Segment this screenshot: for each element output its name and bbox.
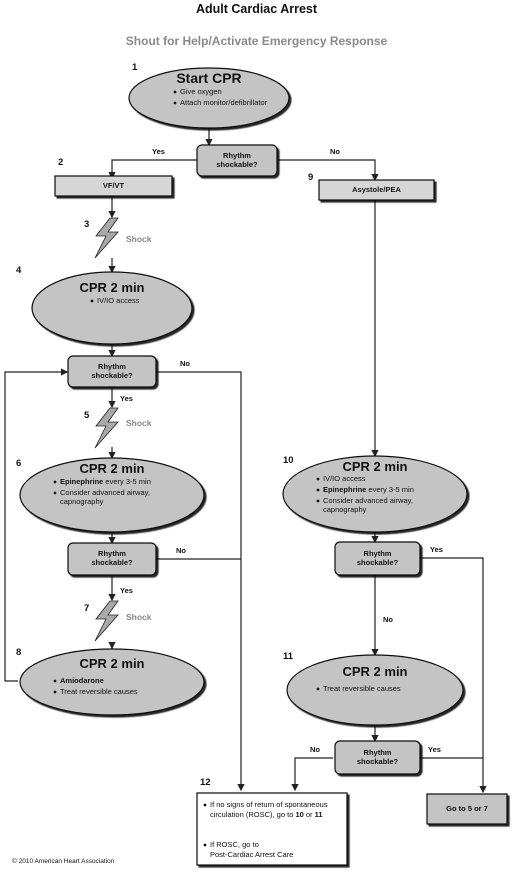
step-number-10: 10: [283, 455, 294, 466]
step-number-2: 2: [58, 157, 64, 168]
cpr-8-bullet: Amiodarone: [60, 676, 104, 685]
goto-label: Go to 5 or 7: [446, 804, 488, 813]
shock-label: Shock: [126, 612, 152, 622]
no-label: No: [180, 359, 190, 368]
bullet-dot: [53, 679, 57, 683]
connector: [108, 159, 197, 180]
decision-box-b: [67, 542, 157, 576]
yes-label: Yes: [428, 745, 441, 754]
start-cpr-title: Start CPR: [176, 70, 242, 86]
final-box: [196, 792, 348, 866]
final-bullet-1: If no signs of return of spontaneous cir…: [210, 800, 328, 819]
step-number-6: 6: [16, 458, 22, 469]
cpr-11-title: CPR 2 min: [342, 664, 408, 679]
connector: [291, 757, 333, 792]
cpr-6-bullet: Consider advanced airway,: [60, 488, 150, 497]
cpr-oval-11: [286, 654, 464, 726]
bullet-dot: [53, 491, 57, 495]
decision-box-d: [334, 740, 421, 775]
page-title: Adult Cardiac Arrest: [195, 2, 318, 16]
start-cpr-bullet: Give oxygen: [180, 87, 222, 96]
shock-label: Shock: [126, 418, 152, 428]
lightning-icon: [94, 217, 119, 259]
goto-box: [426, 793, 508, 825]
step-number-7: 7: [84, 603, 90, 614]
connector: [4, 368, 69, 682]
bullet-dot: [203, 843, 207, 847]
cpr-8-bullet: Treat reversible causes: [60, 687, 138, 696]
step-number-4: 4: [16, 265, 22, 276]
bullet-dot: [173, 101, 177, 105]
connector: [277, 159, 379, 182]
bullet-dot: [316, 499, 320, 503]
bullet-dot: [203, 803, 207, 807]
bullet-dot: [53, 480, 57, 484]
connector: [420, 557, 487, 794]
no-label: No: [383, 615, 393, 624]
cpr-oval-6: [19, 457, 205, 533]
no-label: No: [330, 147, 340, 156]
cpr-oval-4: [31, 271, 193, 345]
decision-box-1: [196, 144, 278, 177]
cpr-8-title: CPR 2 min: [79, 656, 145, 671]
lightning-icon: [94, 600, 119, 642]
step-number-12: 12: [200, 777, 211, 788]
bullet-dot: [173, 90, 177, 94]
cpr-11-bullet: Treat reversible causes: [323, 684, 401, 693]
asystole-pea-box: [318, 179, 435, 201]
cpr-6-bullet: Epinephrine every 3-5 min: [60, 477, 151, 486]
step-number-3: 3: [84, 219, 90, 230]
asystole-pea-label: Asystole/PEA: [352, 185, 401, 194]
cpr-6-title: CPR 2 min: [79, 461, 145, 476]
copyright: © 2010 American Heart Association: [12, 858, 115, 865]
cpr-10-title: CPR 2 min: [342, 459, 408, 474]
cpr-4-title: CPR 2 min: [79, 280, 145, 295]
cpr-10-bullet: Consider advanced airway,: [323, 496, 413, 505]
start-cpr-bullet: Attach monitor/defibrillator: [180, 98, 268, 107]
page-subtitle: Shout for Help/Activate Emergency Respon…: [125, 34, 388, 48]
no-label: No: [310, 745, 320, 754]
bullet-dot: [316, 477, 320, 481]
bullet-dot: [53, 690, 57, 694]
lightning-icon: [94, 407, 119, 449]
yes-label: Yes: [152, 147, 165, 156]
decision-box-a: [67, 355, 157, 388]
step-number-9: 9: [308, 172, 314, 183]
step-number-8: 8: [16, 647, 22, 658]
cpr-oval-8: [19, 648, 205, 716]
cpr-6-bullet-cont: capnography: [60, 497, 104, 506]
yes-label: Yes: [120, 586, 133, 595]
cpr-oval-10: [282, 455, 468, 533]
step-number-11: 11: [283, 651, 294, 662]
yes-label: Yes: [120, 394, 133, 403]
cpr-10-bullet: Epinephrine every 3-5 min: [323, 485, 414, 494]
connector: [156, 371, 245, 792]
bullet-dot: [90, 299, 94, 303]
step-number-5: 5: [84, 410, 90, 421]
no-label: No: [176, 546, 186, 555]
cpr-4-bullet: IV/IO access: [97, 296, 140, 305]
vf-vt-box: [54, 175, 173, 197]
start-cpr-oval: [128, 67, 290, 129]
bullet-dot: [316, 687, 320, 691]
shock-label: Shock: [126, 234, 152, 244]
vf-vt-label: VF/VT: [102, 181, 125, 190]
bullet-dot: [316, 488, 320, 492]
cpr-10-bullet: IV/IO access: [323, 474, 366, 483]
cpr-10-bullet-cont: capnography: [323, 505, 367, 514]
yes-label: Yes: [430, 545, 443, 554]
step-number-1: 1: [132, 62, 138, 73]
decision-box-c: [334, 541, 421, 576]
